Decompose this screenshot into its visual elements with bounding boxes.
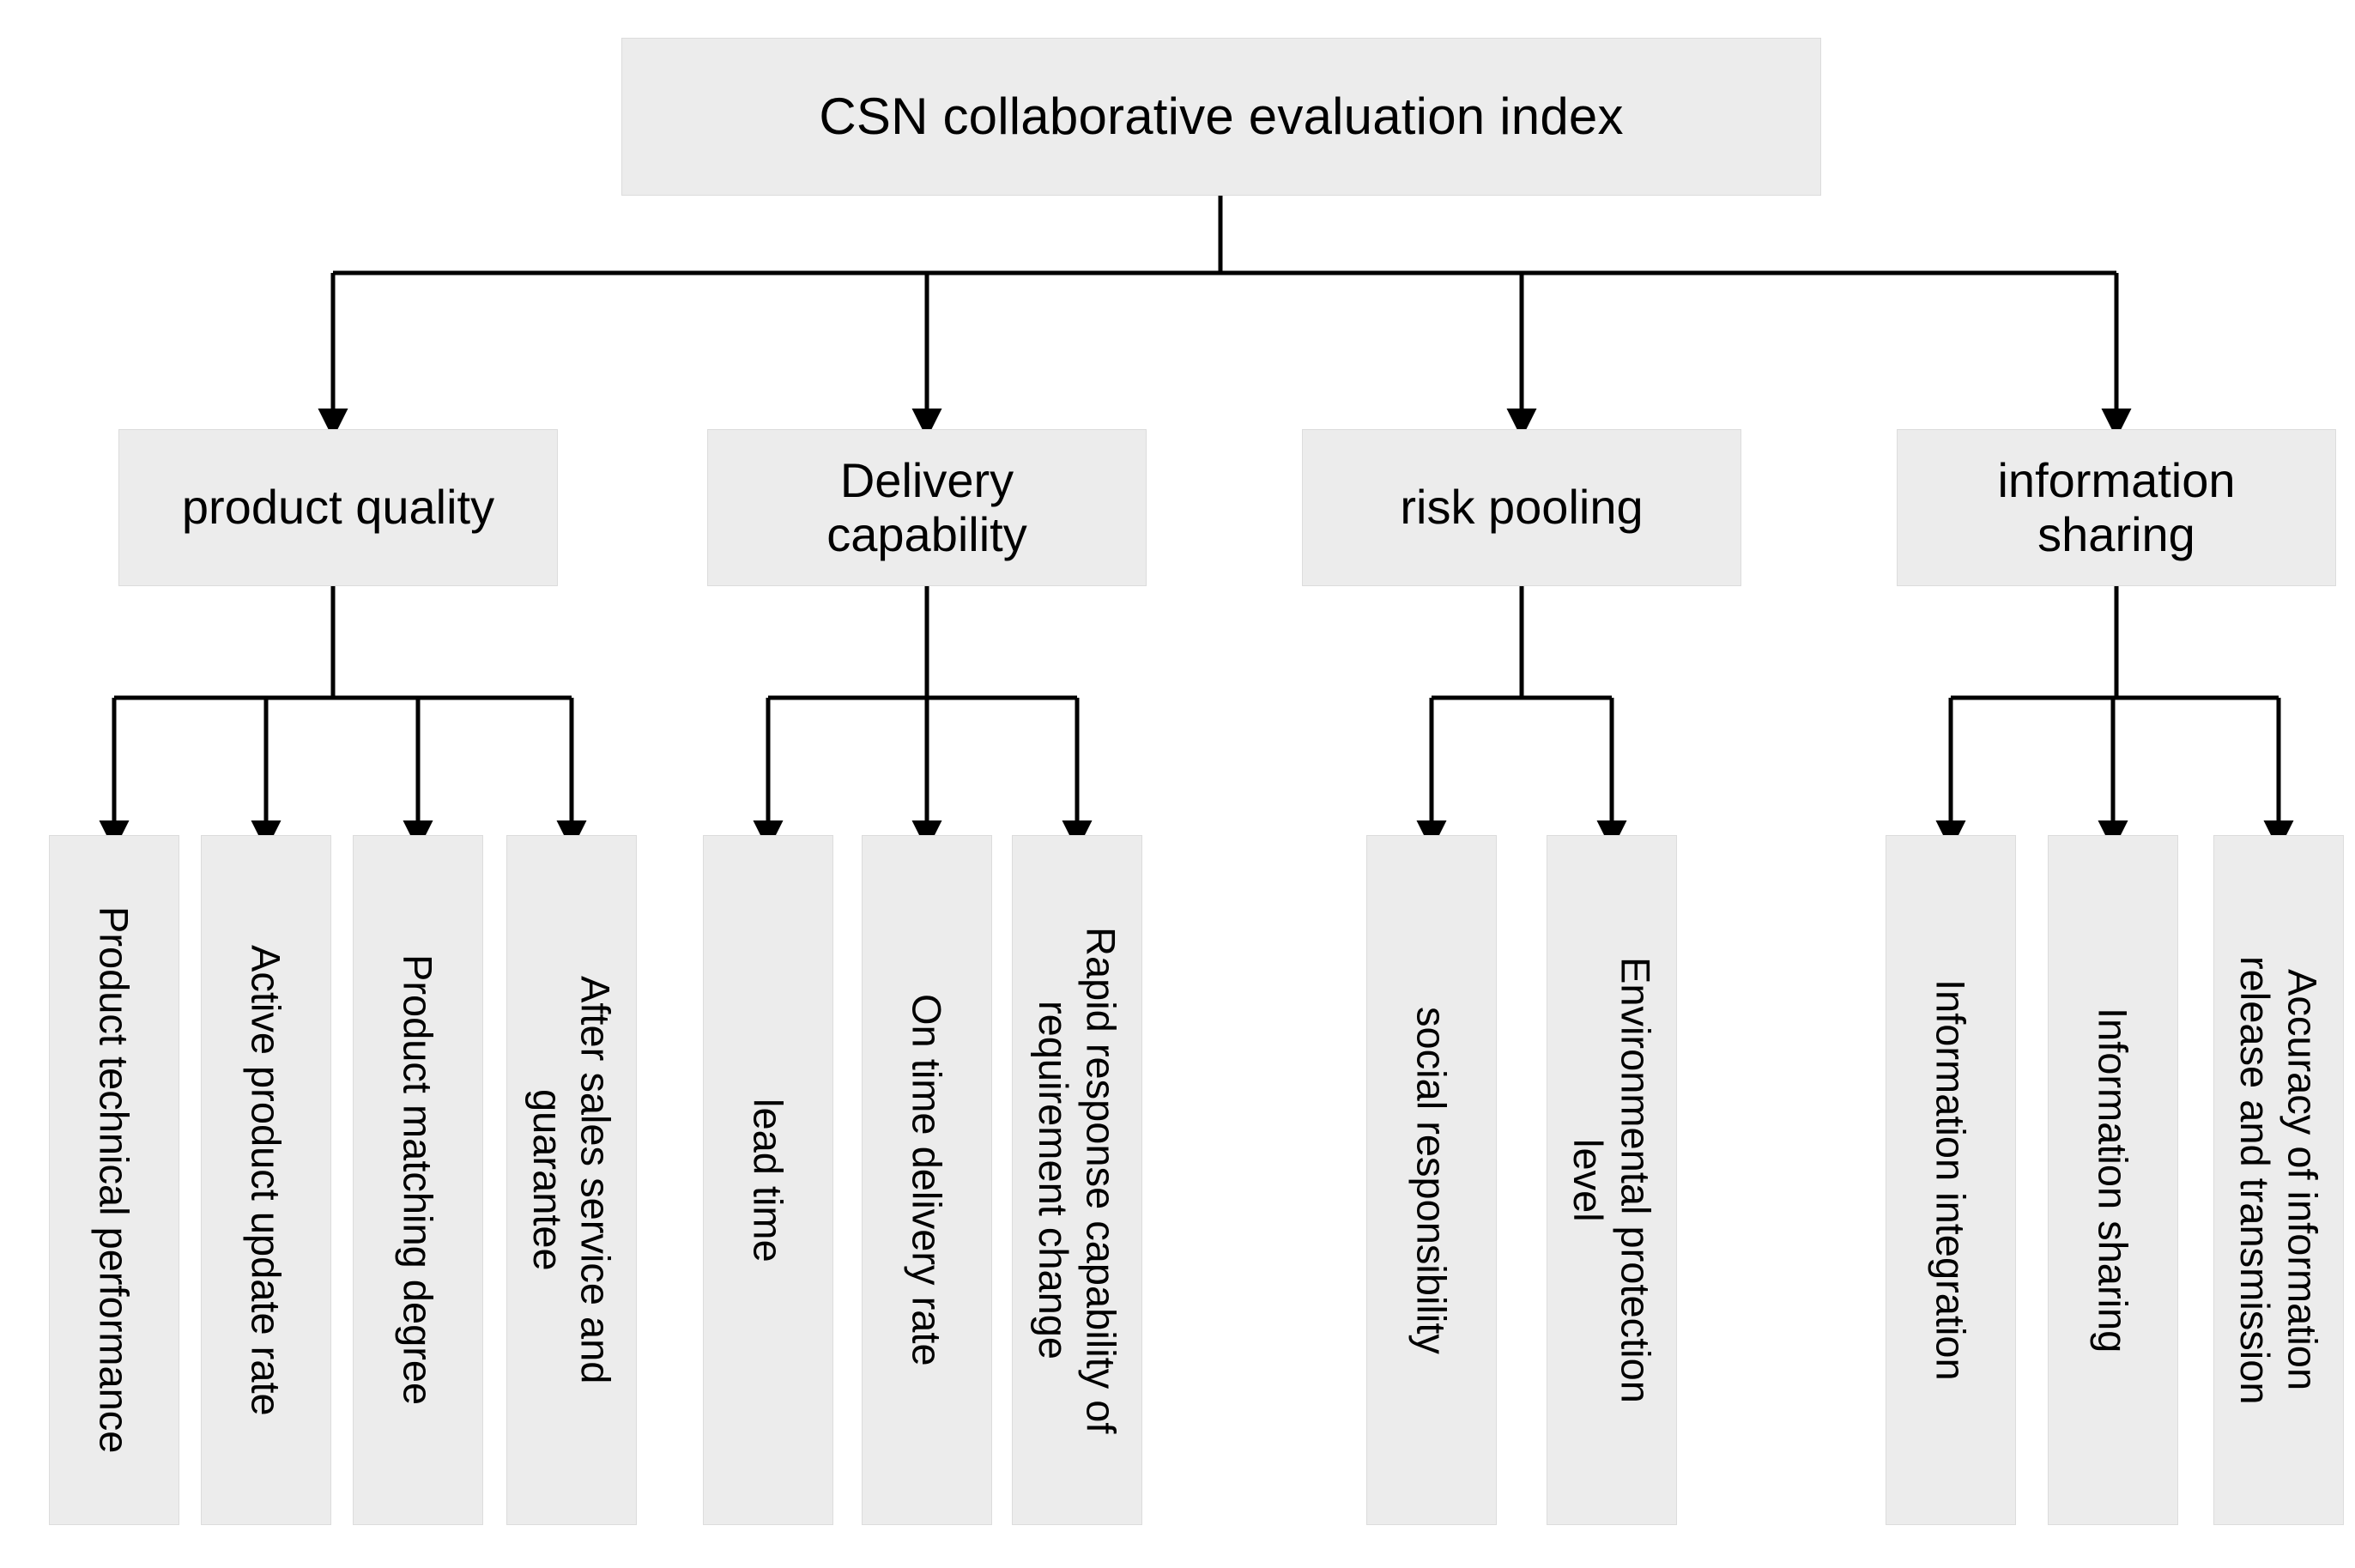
criterion-label: Delivery capability bbox=[826, 452, 1027, 561]
criterion-4-connectors bbox=[1935, 586, 2294, 851]
indicator-label: After sales service and guarantee bbox=[525, 976, 619, 1384]
indicator-node-information-integration[interactable]: Information integration bbox=[1886, 835, 2016, 1525]
criterion-label: information sharing bbox=[1997, 452, 2236, 561]
indicator-node-on-time-delivery-rate[interactable]: On time delivery rate bbox=[862, 835, 992, 1525]
criterion-3-connectors bbox=[1416, 586, 1627, 851]
indicator-label: Information integration bbox=[1928, 979, 1974, 1381]
indicator-node-lead-time[interactable]: lead time bbox=[703, 835, 833, 1525]
criterion-label: product quality bbox=[181, 480, 495, 535]
root-to-criteria-connectors bbox=[318, 196, 2132, 439]
criterion-node-delivery-capability[interactable]: Delivery capability bbox=[707, 429, 1147, 586]
indicator-label: Information sharing bbox=[2090, 1007, 2136, 1353]
indicator-label: social responsibility bbox=[1408, 1006, 1455, 1354]
criterion-label: risk pooling bbox=[1400, 480, 1644, 535]
criterion-2-connectors bbox=[753, 586, 1093, 851]
indicator-label: Accuracy of information release and tran… bbox=[2232, 955, 2326, 1405]
criterion-1-connectors bbox=[99, 586, 587, 851]
indicator-node-active-product-update-rate[interactable]: Active product update rate bbox=[201, 835, 331, 1525]
indicator-node-accuracy-of-information-release[interactable]: Accuracy of information release and tran… bbox=[2213, 835, 2344, 1525]
indicator-label: Active product update rate bbox=[243, 944, 289, 1416]
indicator-node-product-technical-performance[interactable]: Product technical performance bbox=[49, 835, 179, 1525]
indicator-node-social-responsibility[interactable]: social responsibility bbox=[1366, 835, 1497, 1525]
indicator-label: lead time bbox=[745, 1098, 791, 1262]
criterion-node-information-sharing[interactable]: information sharing bbox=[1897, 429, 2336, 586]
root-node-label: CSN collaborative evaluation index bbox=[819, 88, 1624, 146]
indicator-node-environmental-protection-level[interactable]: Environmental protection level bbox=[1547, 835, 1677, 1525]
criterion-node-risk-pooling[interactable]: risk pooling bbox=[1302, 429, 1741, 586]
indicator-label: Environmental protection level bbox=[1565, 957, 1659, 1403]
indicator-node-product-matching-degree[interactable]: Product matching degree bbox=[353, 835, 483, 1525]
root-node[interactable]: CSN collaborative evaluation index bbox=[621, 38, 1821, 196]
indicator-label: Product technical performance bbox=[91, 906, 137, 1454]
indicator-node-information-sharing[interactable]: Information sharing bbox=[2048, 835, 2178, 1525]
indicator-label: Rapid response capability of requirement… bbox=[1031, 926, 1124, 1434]
indicator-label: On time delivery rate bbox=[904, 994, 950, 1366]
indicator-node-after-sales-service-and-guarantee[interactable]: After sales service and guarantee bbox=[506, 835, 637, 1525]
indicator-node-rapid-response-capability[interactable]: Rapid response capability of requirement… bbox=[1012, 835, 1142, 1525]
criterion-node-product-quality[interactable]: product quality bbox=[118, 429, 558, 586]
indicator-label: Product matching degree bbox=[395, 954, 441, 1406]
